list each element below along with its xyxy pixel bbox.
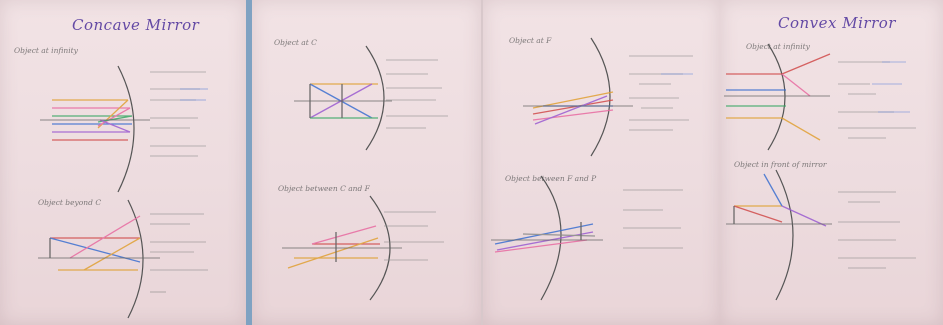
page-title: Convex Mirror [778,14,896,32]
page-title: Concave Mirror [72,16,200,34]
ray-diagrams [282,45,448,301]
page-gap [481,0,483,325]
notebook-page-4: Convex Mirror Object at infinity Object … [720,0,943,325]
diagram-caption: Object between C and F [278,184,370,193]
diagram-caption: Object at C [274,38,317,47]
diagram-caption: Object at infinity [746,42,810,51]
ray-diagrams [491,37,693,301]
diagram-caption: Object beyond C [38,198,102,207]
diagram-caption: Object at F [509,36,552,45]
notebook-page-2: Object at C Object between C and F [252,0,481,325]
notebook-page-1: Concave Mirror Object at infinity Object… [0,0,246,325]
notebook-page-3: Object at F Object between F and P [483,0,720,325]
diagram-caption: Object at infinity [14,46,78,55]
ray-diagrams [38,65,208,319]
diagram-caption: Object in front of mirror [734,160,827,169]
diagram-caption: Object between F and P [505,174,597,183]
ray-diagrams [724,43,916,301]
page-gap [246,0,252,325]
